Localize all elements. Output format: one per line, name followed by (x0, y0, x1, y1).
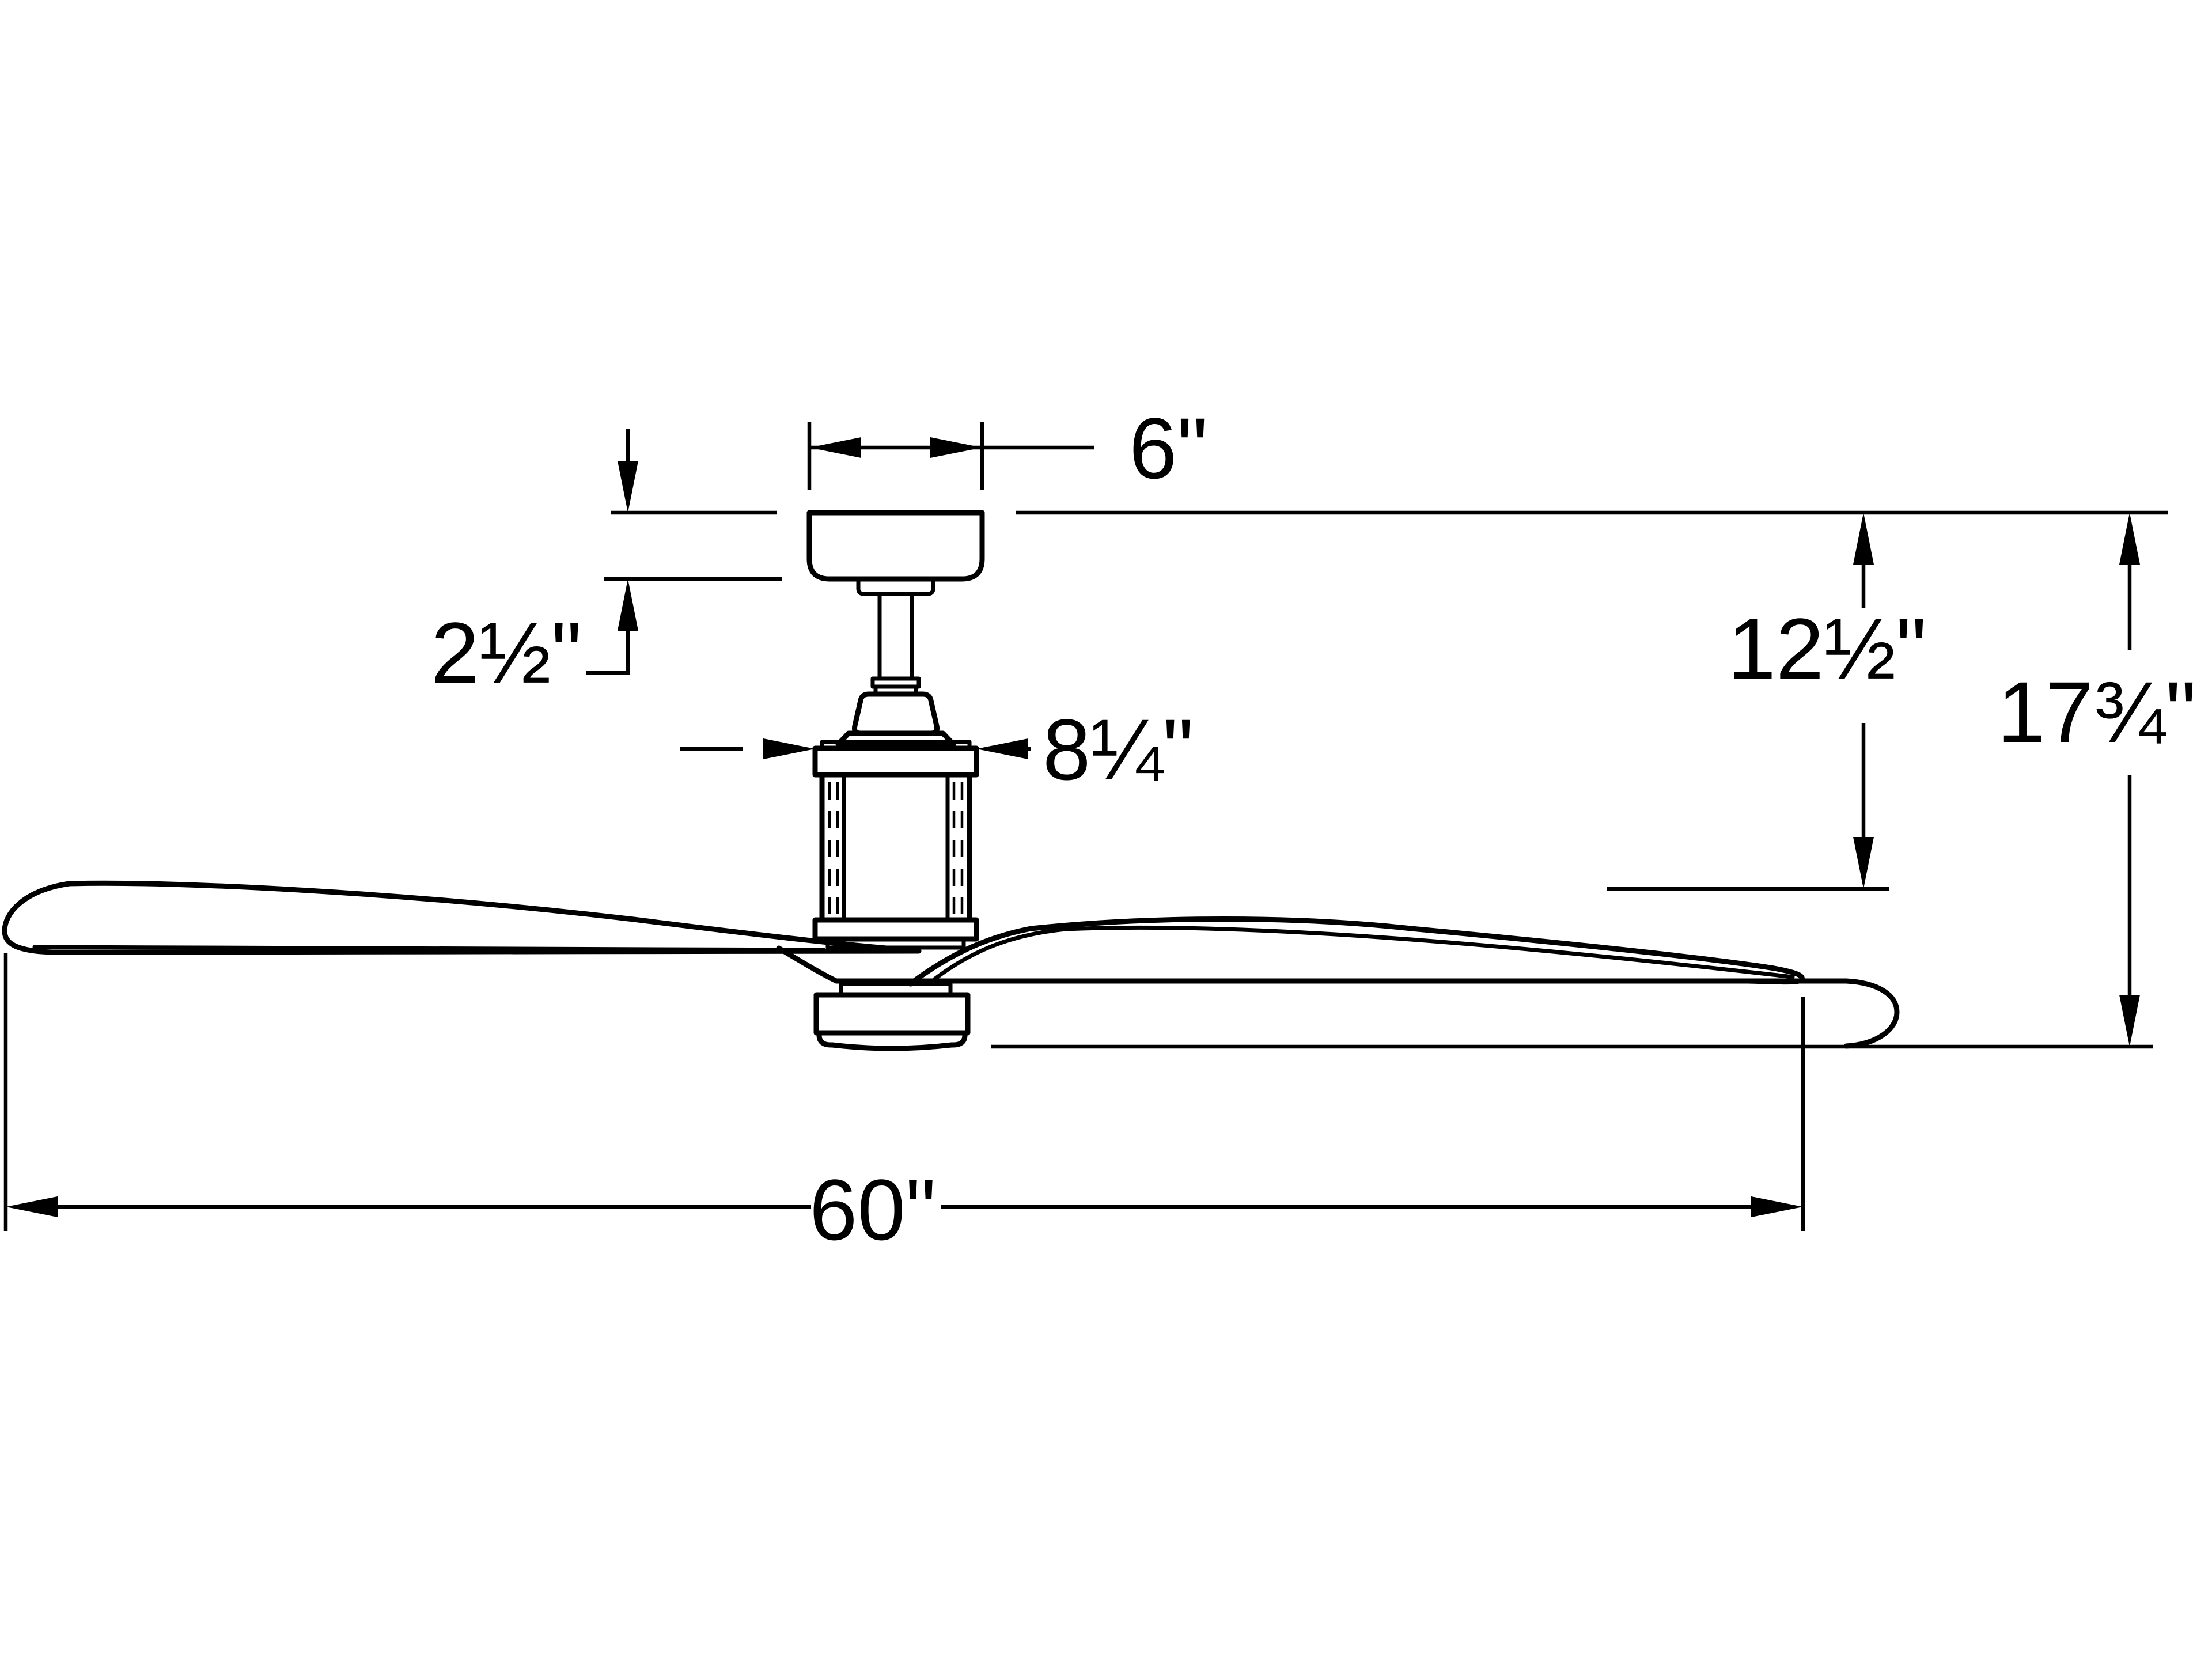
dim-sweep-arrow-right (1751, 1196, 1803, 1217)
dim-motor-width-arrow-right (976, 738, 1028, 759)
canopy-body (806, 510, 985, 582)
dim-label-canopy-height: 2½" (431, 604, 582, 701)
motor-drum-posts (842, 772, 950, 922)
downrod (835, 592, 956, 747)
dim-label-blade-sweep: 60" (809, 1161, 936, 1258)
canopy-collar (856, 577, 935, 596)
dim-canopy-width-arrow-left (809, 437, 861, 458)
light-kit (813, 982, 971, 1051)
blade-left-edge-detail (32, 945, 826, 952)
blades (2, 880, 1900, 1049)
dim-canopy-height-arrow-down (618, 461, 638, 513)
blade-right (907, 916, 1805, 987)
dim-canopy-height-arrow-up (618, 579, 638, 631)
light-kit-lens (816, 1030, 968, 1051)
dim-motor-width-arrow-left (763, 738, 815, 759)
motor-housing (812, 740, 979, 950)
blade-left (2, 880, 922, 955)
dim-sweep-arrow-left (6, 1196, 58, 1217)
dim-ceiling-blades-arrow-down (1853, 837, 1874, 889)
dim-blade-sweep: 60" (3, 953, 1805, 1258)
dim-canopy-height: 2½" (431, 429, 638, 701)
dim-ceiling-to-blades: 12½" (1607, 513, 1927, 891)
blade-front (834, 978, 1900, 1049)
ball-mount-housing (852, 691, 940, 736)
canopy (806, 510, 985, 596)
dim-overall-height: 17¾" (991, 513, 2196, 1049)
dim-label-overall-height: 17¾" (1997, 664, 2196, 760)
dim-motor-width: 8¼" (680, 701, 1194, 798)
ceiling-line (604, 510, 2168, 581)
dim-label-motor-width: 8¼" (1043, 701, 1194, 798)
blade-right-edge-detail (932, 925, 1795, 982)
dim-overall-arrow-down (2119, 995, 2140, 1047)
dim-ceiling-blades-arrow-up (1853, 513, 1874, 565)
motor-top-flange (812, 745, 979, 778)
light-kit-drum (813, 992, 971, 1036)
dim-canopy-width: 6" (807, 400, 1208, 497)
motor-bottom-flange (812, 917, 979, 942)
dim-label-ceiling-to-blades: 12½" (1728, 600, 1926, 697)
downrod-tube (877, 592, 914, 681)
dim-overall-arrow-up (2119, 513, 2140, 565)
blade-front-leading-edge (776, 945, 839, 984)
dim-canopy-width-extension-lines (807, 422, 984, 490)
motor-drum-vent-dashes (828, 782, 964, 914)
dim-canopy-width-arrow-right (930, 437, 982, 458)
dim-canopy-height-leader (586, 631, 630, 675)
dim-label-canopy-width: 6" (1129, 400, 1208, 497)
